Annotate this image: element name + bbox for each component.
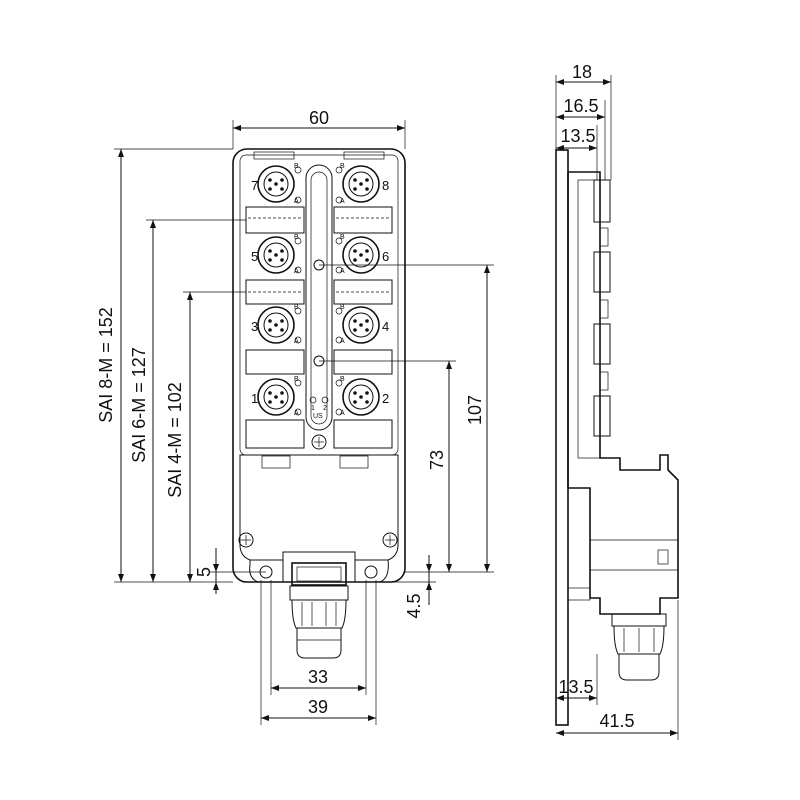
pin-label: A xyxy=(294,268,299,275)
gland-seal xyxy=(296,628,342,659)
pin-label: B xyxy=(340,234,345,241)
dim-5: 5 xyxy=(194,567,214,577)
label-plate xyxy=(245,206,305,234)
side-gland-seal xyxy=(618,654,660,681)
dim-107: 107 xyxy=(465,395,485,425)
port-label: 1 xyxy=(251,391,258,406)
side-connector xyxy=(593,251,611,293)
housing-outline xyxy=(232,148,406,583)
gland-body xyxy=(291,562,347,586)
pin-label: B xyxy=(340,304,345,311)
dim-sai4: SAI 4-M = 102 xyxy=(165,382,185,498)
m12-socket xyxy=(257,378,295,416)
us-label: 2 xyxy=(323,405,327,412)
screw-icon xyxy=(382,532,398,548)
dim-39: 39 xyxy=(308,697,328,717)
pin-label: B xyxy=(294,304,299,311)
dim-73: 73 xyxy=(427,450,447,470)
pin-label: A xyxy=(340,410,345,417)
gland-cap xyxy=(291,599,347,629)
screw-icon xyxy=(311,434,327,450)
label-plate xyxy=(245,419,305,449)
center-rail xyxy=(305,164,333,431)
side-connector xyxy=(593,395,611,437)
dim-sai8: SAI 8-M = 152 xyxy=(96,307,116,423)
dim-13-5-bottom: 13.5 xyxy=(558,677,593,697)
pin-label: A xyxy=(294,198,299,205)
dim-width-60: 60 xyxy=(309,108,329,128)
port-label: 6 xyxy=(382,249,389,264)
gland-nut xyxy=(289,585,349,601)
base-plate xyxy=(555,149,569,726)
pin-label: B xyxy=(340,376,345,383)
label-plate xyxy=(333,279,393,305)
led-indicators xyxy=(294,166,343,416)
port-label: 2 xyxy=(382,391,389,406)
dim-41-5: 41.5 xyxy=(599,711,634,731)
front-dimensions: 60 SAI 8-M = 152 SAI 6-M = 127 SAI 4-M =… xyxy=(96,108,494,725)
side-view xyxy=(555,149,679,726)
port-label: 3 xyxy=(251,319,258,334)
cover-tab xyxy=(339,455,369,469)
dim-33: 33 xyxy=(308,667,328,687)
pin-label: B xyxy=(340,163,345,170)
top-strip-left xyxy=(253,151,295,160)
side-body xyxy=(567,171,679,615)
us-label: 1 xyxy=(311,405,315,412)
pin-label: A xyxy=(294,338,299,345)
us-label: US xyxy=(313,413,323,420)
pin-label: A xyxy=(294,410,299,417)
side-gland-nut xyxy=(611,613,667,627)
dim-16-5: 16.5 xyxy=(563,96,598,116)
mount-ear xyxy=(249,559,284,583)
side-connector xyxy=(593,323,611,365)
m12-socket xyxy=(257,236,295,274)
front-view: 7 8 5 6 3 4 1 2 B A B A B A B A B A B A … xyxy=(232,148,406,659)
side-gland-cap xyxy=(613,625,665,655)
side-connector xyxy=(593,179,611,223)
pin-label: A xyxy=(340,268,345,275)
m12-socket xyxy=(257,306,295,344)
m12-socket xyxy=(257,165,295,203)
dim-13-5-top: 13.5 xyxy=(560,126,595,146)
m12-socket xyxy=(342,236,380,274)
cover-outline xyxy=(239,454,399,561)
mount-ear xyxy=(354,559,389,583)
pin-label: B xyxy=(294,376,299,383)
label-plate xyxy=(333,206,393,234)
dim-4-5: 4.5 xyxy=(404,593,424,618)
pin-label: A xyxy=(340,338,345,345)
port-label: 7 xyxy=(251,178,258,193)
dim-18: 18 xyxy=(572,62,592,82)
side-dimensions: 18 16.5 13.5 13.5 41.5 xyxy=(555,62,679,740)
dim-sai6: SAI 6-M = 127 xyxy=(129,347,149,463)
center-rail-inner xyxy=(310,171,328,425)
m12-socket xyxy=(342,165,380,203)
label-plate xyxy=(333,349,393,375)
pin-label: A xyxy=(340,198,345,205)
screw-icon xyxy=(238,532,254,548)
label-plate xyxy=(245,349,305,375)
label-plate xyxy=(333,419,393,449)
port-label: 8 xyxy=(382,178,389,193)
cover-tab xyxy=(261,455,291,469)
port-label: 4 xyxy=(382,319,389,334)
m12-socket xyxy=(342,378,380,416)
port-label: 5 xyxy=(251,249,258,264)
m12-socket xyxy=(342,306,380,344)
top-strip-right xyxy=(343,151,385,160)
pin-label: B xyxy=(294,163,299,170)
pin-label: B xyxy=(294,234,299,241)
